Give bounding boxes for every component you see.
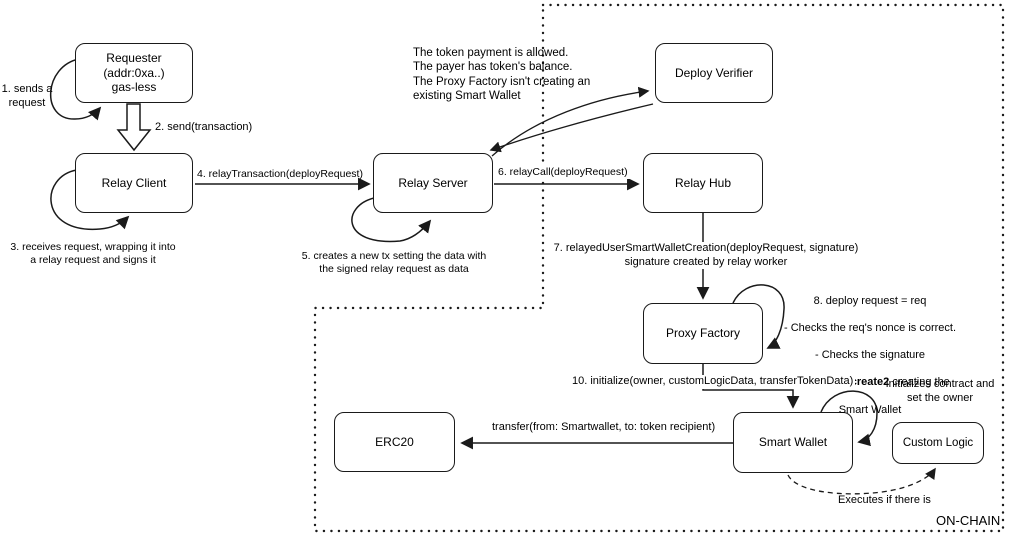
node-erc20: ERC20 [334, 412, 455, 472]
label-verifier-note: The token payment is allowed. The payer … [413, 47, 591, 102]
node-relay-hub: Relay Hub [643, 153, 763, 213]
label-proxy-note: 8. deploy request = req - Checks the req… [770, 281, 970, 431]
proxy-note-line5: Smart Wallet [838, 403, 902, 416]
label-executes-note: Executes if there is [838, 494, 931, 506]
node-requester: Requester (addr:0xa..) gas-less [75, 43, 193, 103]
node-relay-server: Relay Server [373, 153, 493, 213]
label-step2: 2. send(transaction) [155, 121, 253, 133]
label-step4: 4. relayTransaction(deployRequest) [197, 168, 363, 180]
arrow-executes-custom-logic [787, 467, 936, 495]
label-transfer: transfer(from: Smartwallet, to: token re… [492, 421, 716, 433]
self-loop-requester [50, 58, 102, 121]
arrow-to-deploy-verifier [491, 86, 650, 157]
node-relay-client: Relay Client [75, 153, 193, 213]
label-step10: 10. initialize(owner, customLogicData, t… [570, 375, 856, 389]
self-loop-proxy-factory [732, 284, 785, 349]
label-step6: 6. relayCall(deployRequest) [496, 166, 630, 180]
node-proxy-factory: Proxy Factory [643, 303, 763, 364]
label-step3: 3. receives request, wrapping it into a … [10, 241, 176, 267]
label-step1: 1. sends a request [1, 83, 53, 109]
arrow-from-deploy-verifier [489, 103, 654, 153]
node-smart-wallet: Smart Wallet [733, 412, 853, 473]
node-custom-logic: Custom Logic [892, 422, 984, 464]
self-loop-smart-wallet [820, 390, 878, 447]
send-transaction-arrow [116, 103, 152, 152]
proxy-note-line1: 8. deploy request = req [813, 294, 927, 307]
label-on-chain: ON-CHAIN [936, 513, 1001, 528]
node-deploy-verifier: Deploy Verifier [655, 43, 773, 103]
label-step5: 5. creates a new tx setting the data wit… [301, 250, 487, 276]
label-init-note: Initializes contract and set the owner [885, 378, 995, 404]
proxy-note-line2: - Checks the req's nonce is correct. [783, 321, 957, 334]
label-step7: 7. relayedUserSmartWalletCreation(deploy… [548, 242, 864, 270]
self-loop-relay-client [50, 169, 130, 230]
proxy-note-line3: - Checks the signature [814, 349, 926, 362]
self-loop-relay-server [351, 197, 432, 243]
